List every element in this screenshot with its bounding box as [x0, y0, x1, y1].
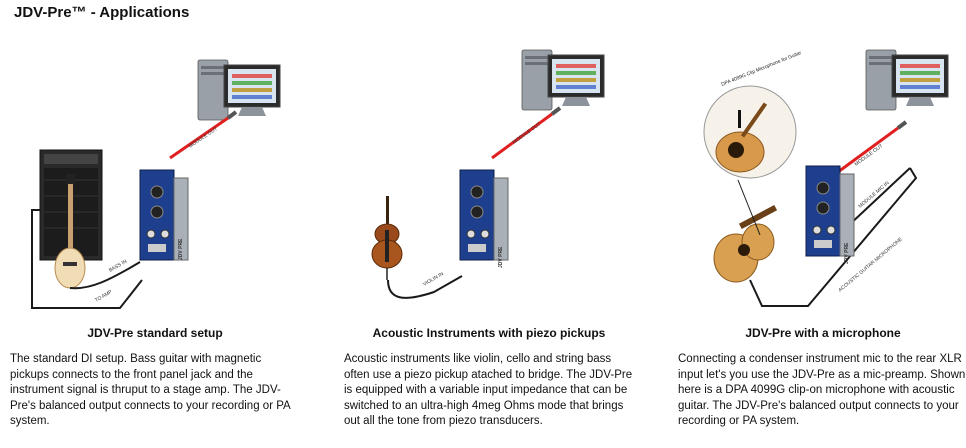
jdv-pre-module — [459, 169, 509, 261]
acoustic-piezo-diagram: MODULE OUT VIOLIN IN JDV PRE — [371, 49, 605, 299]
violin-in-label: VIOLIN IN — [422, 271, 445, 288]
module-mic-in-label: MODULE MIC IN — [857, 180, 891, 209]
acoustic-guitar-icon — [713, 204, 778, 283]
module-out-label: MODULE OUT — [188, 126, 219, 150]
panel-heading: JDV-Pre standard setup — [87, 326, 223, 340]
computer-icon — [197, 59, 281, 121]
panel-heading: JDV-Pre with a microphone — [745, 326, 901, 340]
violin-icon — [371, 196, 403, 280]
module-out-label: MODULE OUT — [512, 121, 543, 145]
panel-description: Acoustic instruments like violin, cello … — [344, 353, 633, 427]
bass-guitar-icon — [54, 174, 86, 289]
violin-in-cable — [387, 275, 463, 299]
unit-label: JDV PRE — [844, 242, 850, 264]
jdv-pre-module — [805, 165, 855, 257]
bass-in-cable — [69, 261, 141, 290]
module-out-cable — [491, 112, 553, 160]
unit-label: JDV PRE — [178, 238, 184, 260]
panel-heading: Acoustic Instruments with piezo pickups — [372, 326, 606, 340]
computer-icon — [865, 49, 949, 111]
mic-closeup-icon — [703, 85, 797, 179]
microphone-diagram: MODULE OUT DPA 4099G Clip Microphone for… — [703, 49, 949, 307]
mic-cable — [749, 167, 918, 307]
jdv-pre-module — [139, 169, 189, 261]
module-out-cable — [837, 126, 899, 174]
standard-setup-diagram: MODULE OUT BASS IN TO AMP — [31, 59, 281, 309]
panel-microphone: MODULE OUT DPA 4099G Clip Microphone for… — [678, 30, 966, 444]
to-amp-label: TO AMP — [94, 289, 114, 304]
mic-name-label: DPA 4099G Clip Microphone for Guitar — [721, 50, 803, 88]
panel-description: The standard DI setup. Bass guitar with … — [10, 353, 291, 427]
computer-icon — [521, 49, 605, 111]
page-title: JDV-Pre™ - Applications — [14, 4, 190, 21]
module-out-cable — [169, 116, 229, 160]
panel-standard-setup: MODULE OUT BASS IN TO AMP — [10, 30, 310, 444]
panel-acoustic-piezo: MODULE OUT VIOLIN IN JDV PRE Acoustic In… — [344, 30, 644, 444]
unit-label: JDV PRE — [498, 246, 504, 268]
panel-description: Connecting a condenser instrument mic to… — [678, 353, 966, 427]
to-amp-cable — [31, 209, 143, 309]
